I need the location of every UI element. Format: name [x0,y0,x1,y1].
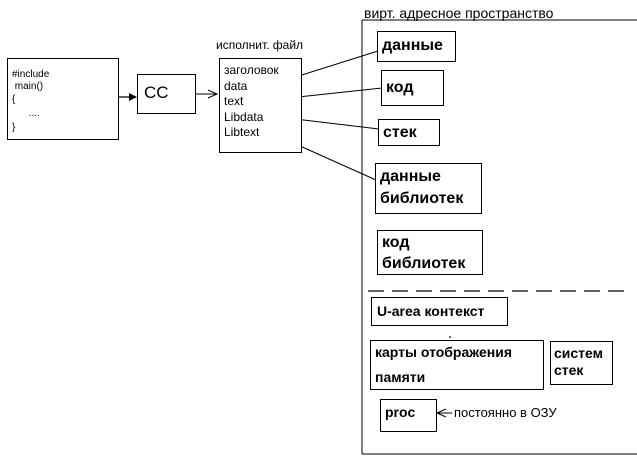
segment-code: код [381,70,444,106]
segment-lib-data: данные библиотек [375,163,482,214]
segment-code-label: код [386,79,414,96]
segment-stack-label: стек [383,124,417,141]
proc-label: proc [385,404,416,420]
source-code-box: #include main() { .... } [7,58,119,140]
source-line: .... [12,108,40,119]
address-space-title: вирт. адресное пространство [364,5,554,21]
system-stack-label-2: стек [554,362,584,378]
u-area-box: U-area контекст [371,297,508,326]
memory-maps-label-2: памяти [375,369,426,385]
source-line: { [12,94,16,105]
source-line: } [12,122,16,133]
exe-line-header: заголовок [224,63,279,77]
exe-line-data: data [224,79,248,93]
dot-mark [449,336,451,338]
segment-lib-code: код библиотек [377,230,483,275]
exe-line-libtext: Libtext [224,125,260,139]
proc-note: постоянно в ОЗУ [454,405,557,420]
source-line: #include [12,69,50,80]
segment-lib-data-label-1: данные [380,168,441,185]
line-libtext-to-lib-data [299,145,377,181]
segment-data-label: данные [382,37,443,54]
executable-title: исполнит. файл [216,38,304,52]
exe-line-text: text [224,94,244,108]
system-stack-label-1: систем [554,345,603,361]
memory-maps-label-1: карты отображения [375,344,513,360]
exe-line-libdata: Libdata [224,110,264,124]
source-line: main() [12,81,44,92]
segment-lib-code-label-1: код [382,234,410,251]
segment-lib-data-label-2: библиотек [380,190,464,207]
segment-stack: стек [378,119,440,146]
memory-maps-box: карты отображения памяти [370,340,544,390]
segment-lib-code-label-2: библиотек [382,255,466,272]
executable-file-box: заголовок data text Libdata Libtext [219,58,302,153]
system-stack-box: систем стек [550,341,613,385]
u-area-label: U-area контекст [377,303,485,319]
proc-box: proc [380,399,437,432]
compiler-label: CC [144,83,169,102]
compiler-box: CC [137,74,196,114]
segment-data: данные [377,31,456,62]
